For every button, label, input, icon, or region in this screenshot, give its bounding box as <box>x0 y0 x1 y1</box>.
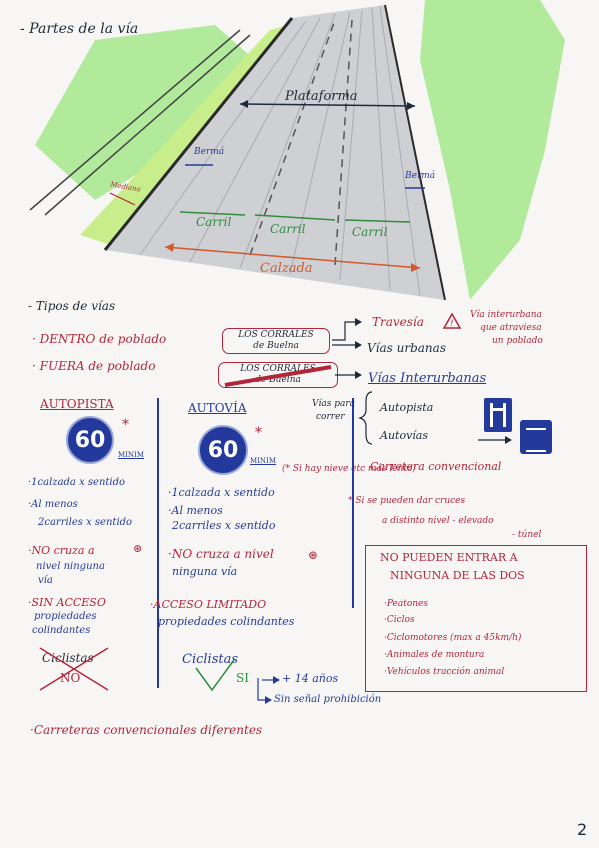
asterisk-autopista: * <box>122 417 129 433</box>
tipos-dentro: · DENTRO de poblado <box>32 332 167 346</box>
autopista-p4c: colindantes <box>32 625 91 636</box>
no-pueden-1: NO PUEDEN ENTRAR A <box>380 551 518 564</box>
vias-correr-1: Vías para <box>312 399 356 409</box>
autovia-p4b: propiedades colindantes <box>158 615 295 628</box>
label-carril-1: Carril <box>196 215 232 229</box>
autopista-title: AUTOPISTA <box>40 397 114 411</box>
vias-interurbanas: Vías Interurbanas <box>368 371 487 386</box>
tipos-title: - Tipos de vías <box>28 299 116 313</box>
speed-sign-autovia: 60 <box>198 425 248 475</box>
minim-autovia: MINIM <box>250 457 276 465</box>
road-surface <box>105 5 445 300</box>
autovia-si: SI <box>236 671 249 685</box>
asterisk-circle-1: ⊛ <box>133 542 143 555</box>
autovia-title: AUTOVÍA <box>188 401 247 415</box>
divider-right <box>352 398 354 608</box>
tipos-arrows: ! <box>332 312 462 379</box>
autovia-mas14: + 14 años <box>282 672 339 685</box>
label-berma-right: Bermá <box>405 171 436 181</box>
autovia-p2a: ·Al menos <box>168 504 223 517</box>
sign-fuera-line2: de Buelna <box>255 375 301 385</box>
label-calzada: Calzada <box>260 261 313 276</box>
cruces-note-2: a distinto nivel - elevado <box>382 516 494 526</box>
right-green-area <box>420 0 565 300</box>
restriction-item-2: ·Ciclomotores (max a 45km/h) <box>384 633 522 643</box>
sign-fuera-line1: LOS CORRALES <box>240 364 316 374</box>
no-pueden-2: NINGUNA DE LAS DOS <box>390 569 525 582</box>
restrictions-box <box>365 545 587 692</box>
autopista-p1: ·1calzada x sentido <box>28 477 126 488</box>
strike-line <box>224 365 332 387</box>
restriction-item-1: ·Ciclos <box>384 615 415 625</box>
svg-text:!: ! <box>450 319 454 329</box>
minim-autopista: MINIM <box>118 451 144 459</box>
brace-and-arrow <box>358 391 512 445</box>
right-autovias: Autovías <box>380 429 429 442</box>
autovia-ciclistas: Ciclistas <box>182 652 239 667</box>
travesia-note-1: Vía interurbana <box>470 310 542 320</box>
autopista-p3a: ·NO cruza a <box>28 544 95 557</box>
cruces-note-3: - túnel <box>512 530 542 540</box>
restriction-item-3: ·Animales de montura <box>384 650 485 660</box>
autopista-p2b: 2carriles x sentido <box>38 517 133 528</box>
sign-dentro-line2: de Buelna <box>253 341 299 351</box>
asterisk-autovia: * <box>255 425 262 441</box>
travesia-note-2: que atraviesa <box>480 323 542 333</box>
tipos-fuera: · FUERA de poblado <box>32 359 156 373</box>
autopista-p4a: ·SIN ACCESO <box>28 596 106 609</box>
ciclistas-cross <box>39 647 109 691</box>
vias-correr-2: correr <box>316 412 345 422</box>
vias-urbanas: Vías urbanas <box>367 341 446 355</box>
section-heading: - Partes de la vía <box>20 21 139 37</box>
label-plataforma: Plataforma <box>285 89 358 104</box>
divider-left <box>157 398 159 688</box>
autovia-sign-icon <box>520 420 552 454</box>
autopista-sign-icon <box>484 398 512 432</box>
speed-sign-autopista: 60 <box>66 416 114 464</box>
autovia-sin-senal: Sin señal prohibición <box>274 694 382 705</box>
autopista-p4b: propiedades <box>34 611 97 622</box>
left-green-area <box>35 25 255 200</box>
cruces-note-1: * Si se pueden dar cruces <box>348 496 466 506</box>
sign-dentro-line1: LOS CORRALES <box>238 330 314 340</box>
autopista-p3c: vía <box>38 575 53 586</box>
autovia-p1: ·1calzada x sentido <box>168 486 275 499</box>
autovia-p2b: 2carriles x sentido <box>172 519 276 532</box>
restriction-item-0: ·Peatones <box>384 599 428 609</box>
travesia: Travesía <box>372 315 424 329</box>
right-autopista: Autopista <box>380 401 434 414</box>
autopista-p3b: nivel ninguna <box>36 561 105 572</box>
page-number: 2 <box>577 820 588 839</box>
right-carretera-conv: Carretera convencional <box>370 460 502 473</box>
autovia-note: (* Si hay nieve etc más lento) <box>282 464 416 474</box>
sign-dentro: LOS CORRALES de Buelna <box>222 328 330 354</box>
road-diagram <box>29 0 565 301</box>
travesia-note-3: un poblado <box>492 336 543 346</box>
autovia-p3b: ninguna vía <box>172 565 238 578</box>
label-carril-2: Carril <box>270 222 306 236</box>
label-carril-3: Carril <box>352 225 388 239</box>
restriction-item-4: ·Vehículos tracción animal <box>384 667 505 677</box>
autopista-p2a: ·Al menos <box>28 499 78 510</box>
autovia-p3a: ·NO cruza a nivel <box>168 547 274 561</box>
label-berma-left: Bermá <box>194 147 225 157</box>
autovia-p4a: ·ACCESO LIMITADO <box>150 598 267 611</box>
autopista-ciclistas: Ciclistas <box>42 651 94 665</box>
asterisk-circle-2: ⊛ <box>308 548 319 562</box>
ciclistas-si-mark <box>195 659 280 704</box>
footer-carreteras: ·Carreteras convencionales diferentes <box>30 723 263 737</box>
